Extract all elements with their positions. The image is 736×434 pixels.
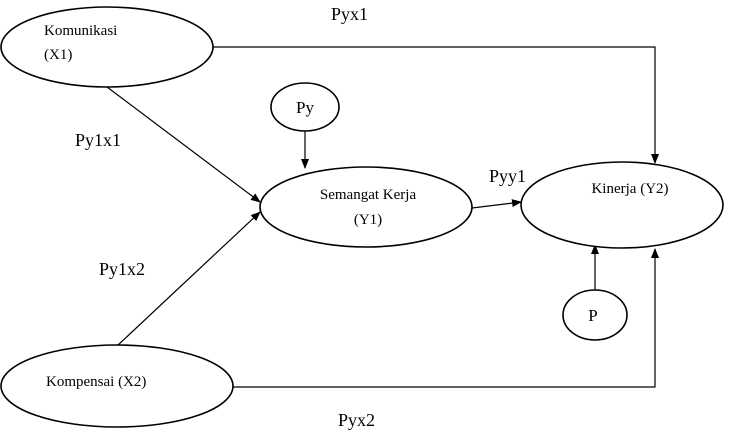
node-semangat-kerja: Semangat Kerja (Y1) (259, 166, 473, 248)
edge-kompensasi-to-semangat-kerja (116, 211, 261, 347)
node-error-py-label: Py (296, 98, 314, 117)
node-kinerja-label: Kinerja (Y2) (591, 181, 668, 197)
edge-kompensasi-to-kinerja (233, 248, 659, 388)
path-label-py1x2: Py1x2 (99, 259, 145, 279)
path-label-pyy1: Pyy1 (489, 166, 526, 186)
edge-semangat-kerja-to-kinerja (471, 199, 522, 209)
node-kompensasi-label: Kompensai (X2) (46, 374, 146, 390)
edge-komunikasi-to-semangat-kerja (106, 86, 261, 203)
node-kompensasi: Kompensai (X2) (0, 344, 234, 428)
node-komunikasi-label: Komunikasi (44, 23, 117, 39)
node-error-py: Py (270, 82, 340, 132)
path-label-pyx2: Pyx2 (338, 410, 375, 430)
path-label-pyx1: Pyx1 (331, 4, 368, 24)
node-semangat-kerja-label: Semangat Kerja (320, 187, 417, 203)
node-kinerja: Kinerja (Y2) (520, 161, 724, 249)
path-label-py1x1: Py1x1 (75, 130, 121, 150)
node-semangat-kerja-code: (Y1) (354, 212, 382, 228)
node-error-p-label: P (588, 306, 597, 325)
edge-komunikasi-to-kinerja (213, 46, 659, 164)
node-komunikasi-code: (X1) (44, 47, 72, 63)
node-error-p: P (562, 289, 628, 341)
node-komunikasi: Komunikasi (X1) (0, 6, 214, 88)
